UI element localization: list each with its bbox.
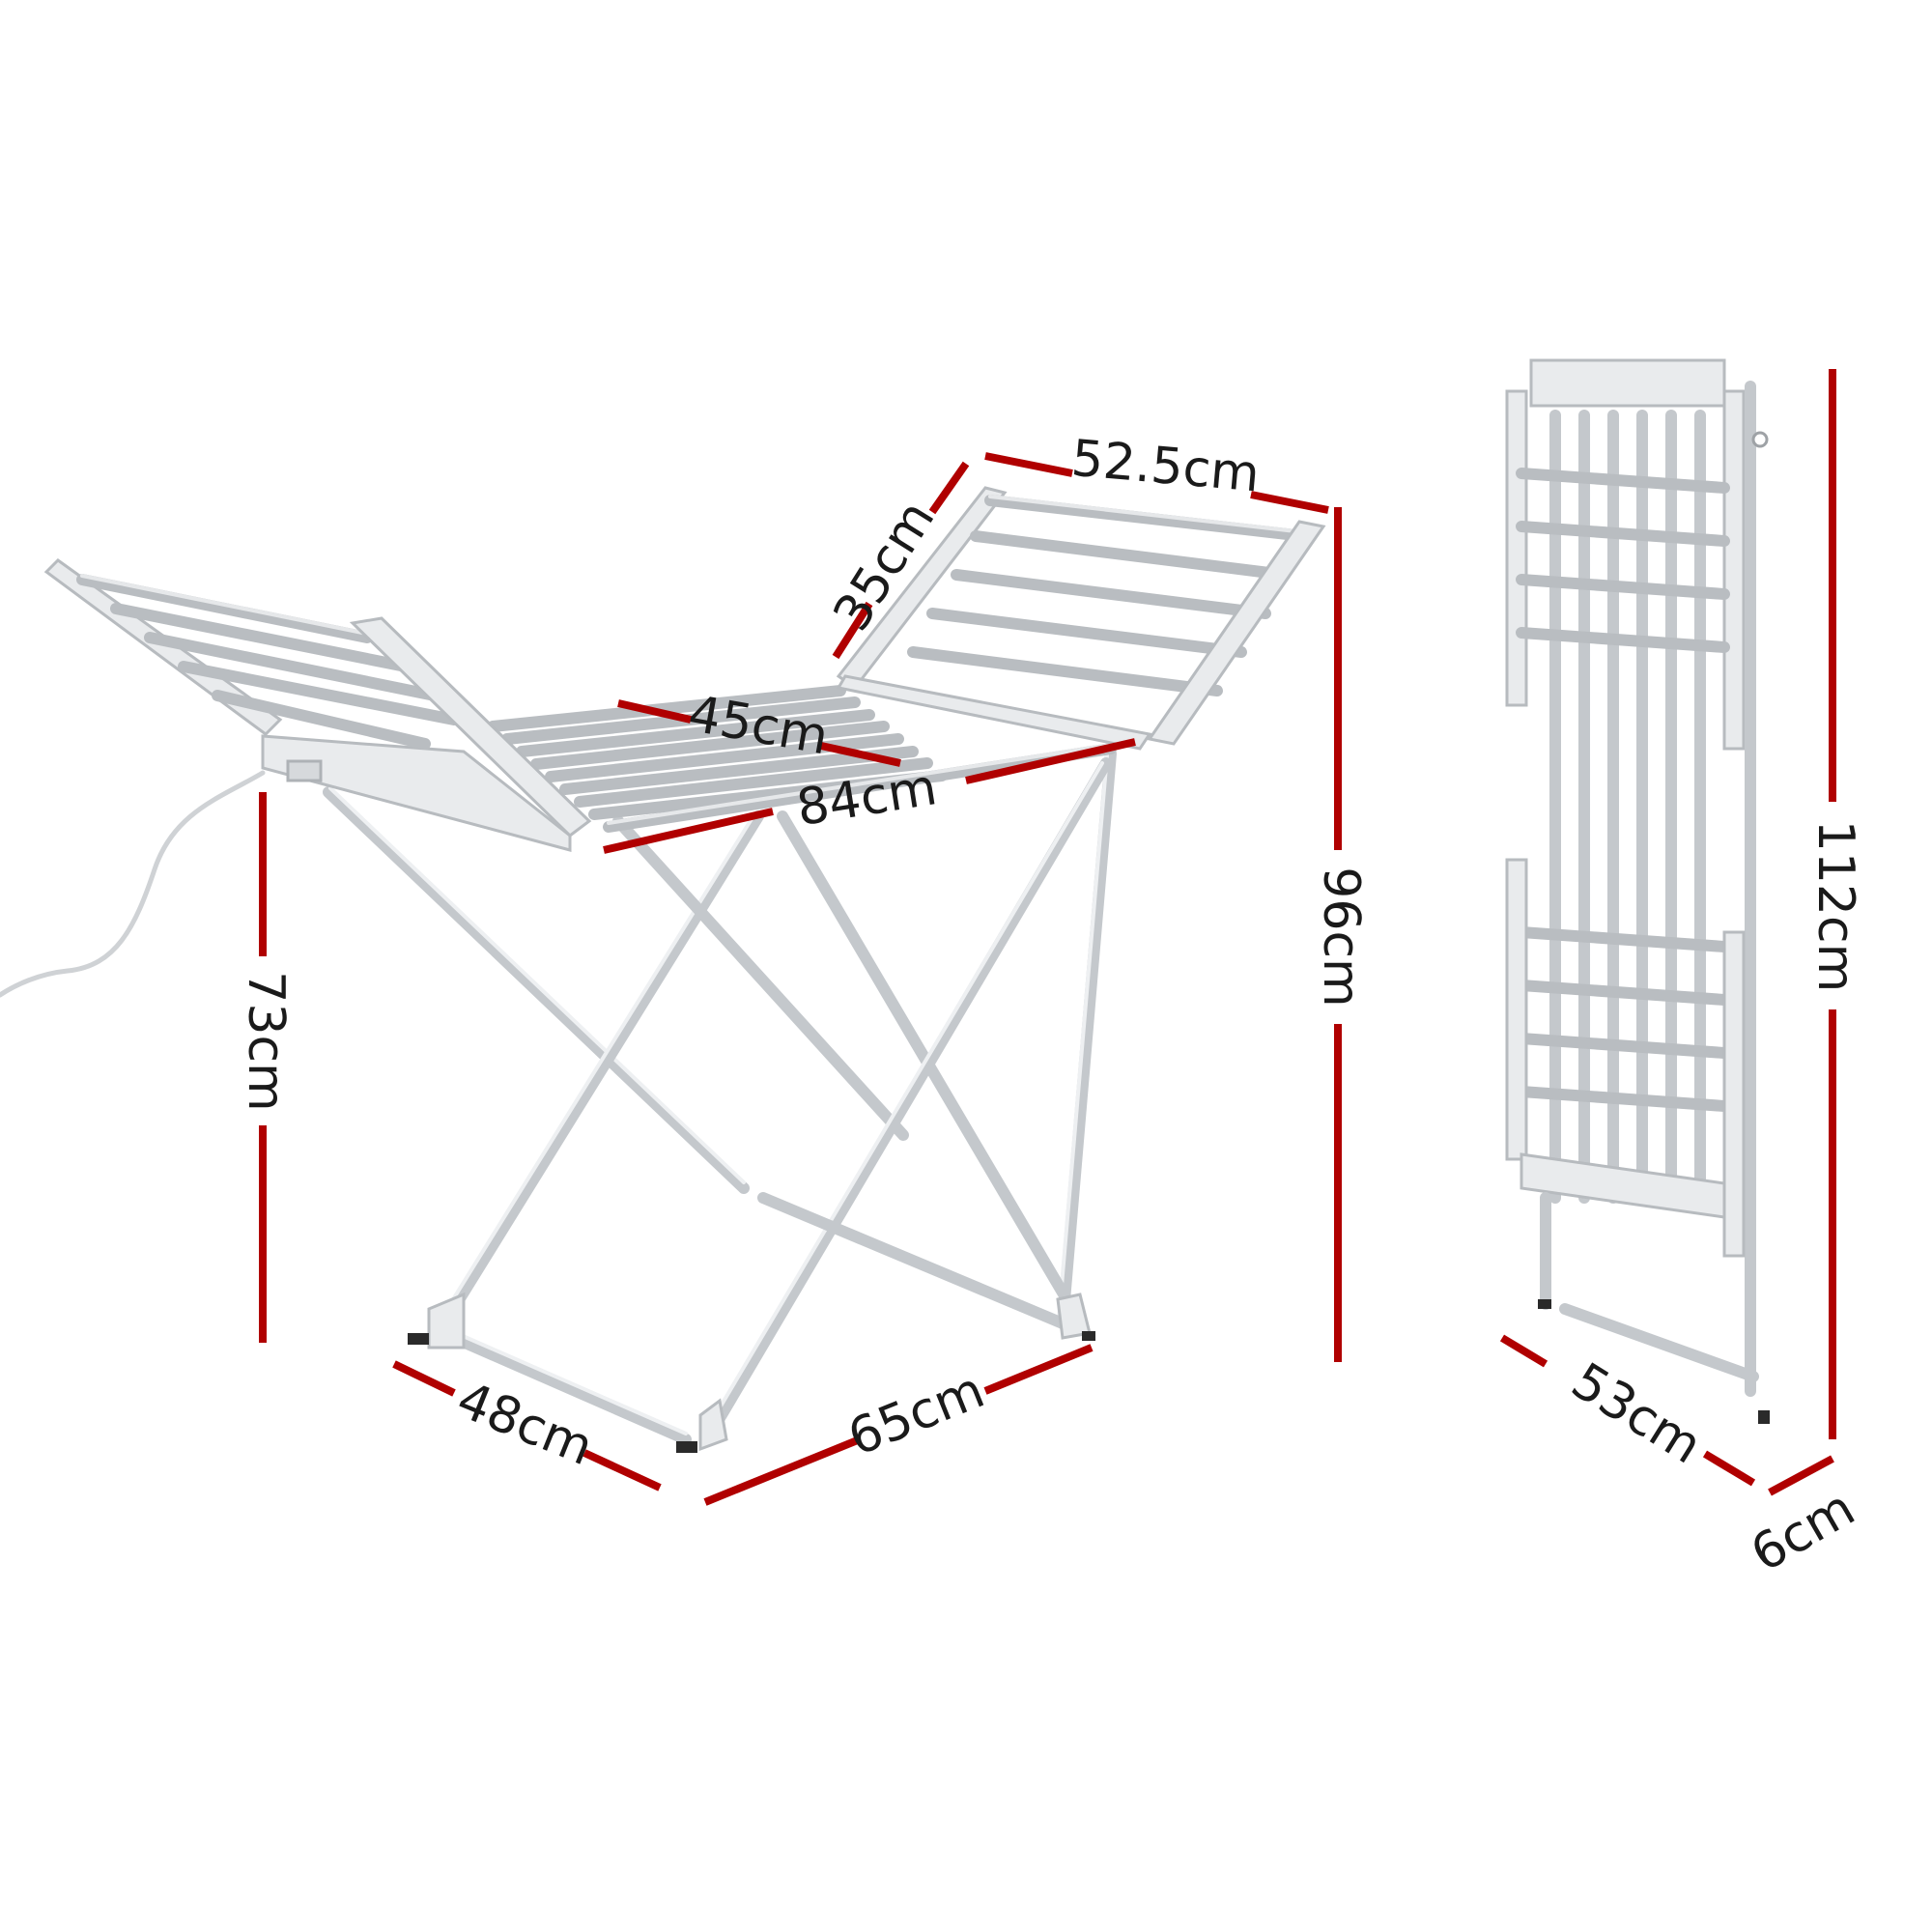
folded-horizontal-rails [1516,468,1730,1112]
folded-dryer-illustration [1505,358,1770,1424]
x-frame-legs [323,748,1117,1453]
power-plug-icon [1751,431,1769,448]
label-base-length: 65cm [840,1361,992,1467]
power-switch [286,759,323,782]
folded-top-panel [1529,358,1726,408]
foot-cap [1758,1410,1770,1424]
label-folded-width: 53cm [1561,1352,1711,1476]
foot-cap [1082,1331,1095,1341]
foot-cap [676,1441,697,1453]
power-cord [0,770,266,998]
right-wing [836,486,1326,751]
folded-bottom-panel [1520,1152,1726,1219]
label-total-height: 96cm [1312,867,1370,1007]
open-dryer-illustration [0,486,1326,1453]
foot-cap [1538,1299,1551,1309]
label-folded-thickness: 6cm [1742,1479,1864,1583]
folded-vertical-bars [1549,381,1756,1397]
dimension-labels: 52.5cm 35cm 45cm 84cm 96cm 73cm 48cm 65c… [237,430,1864,1584]
left-wing [43,558,592,838]
label-rail-height: 73cm [237,971,295,1111]
foot-cap [408,1333,429,1345]
label-folded-height: 112cm [1806,820,1864,993]
left-end-panel [261,734,572,852]
dimension-lines [259,369,1836,1506]
label-top-width: 52.5cm [1069,430,1263,504]
